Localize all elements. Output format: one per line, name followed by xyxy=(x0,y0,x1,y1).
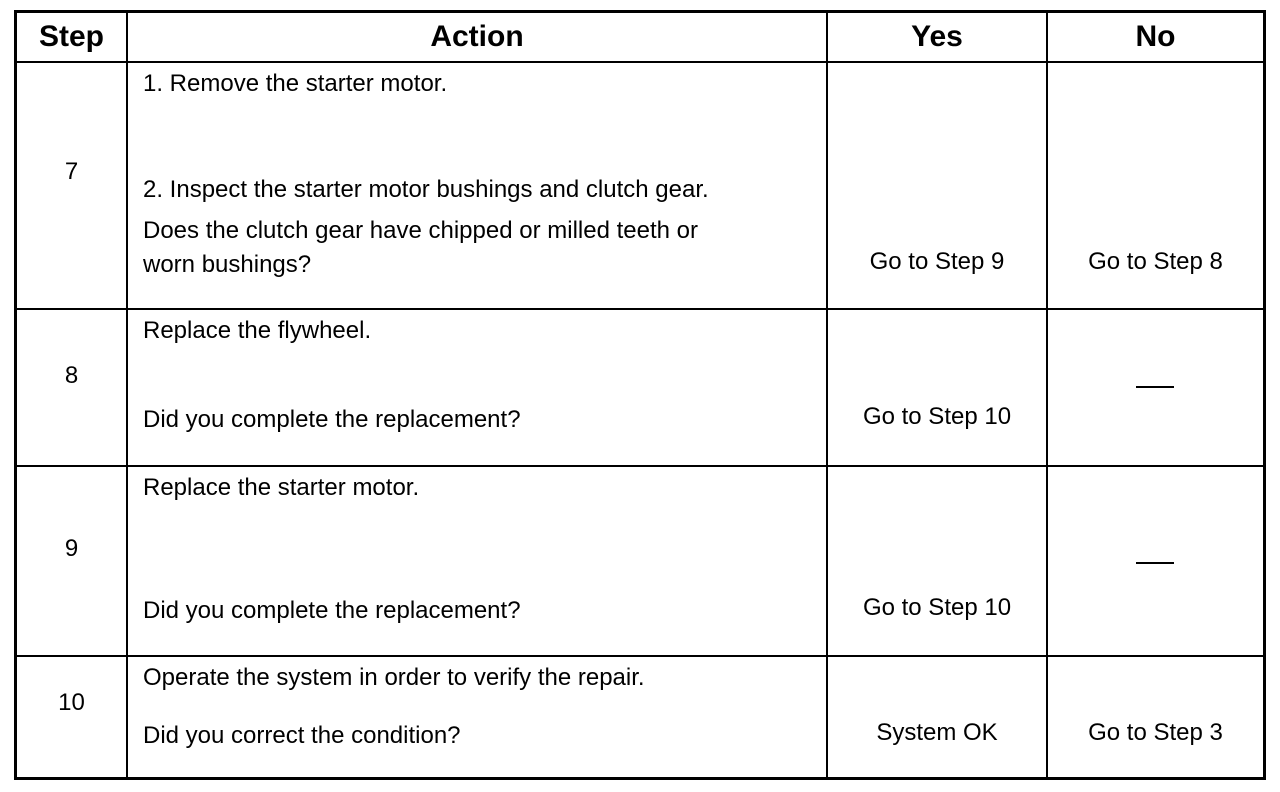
yes-cell: Go to Step 10 xyxy=(828,310,1048,465)
step-cell: 9 xyxy=(17,467,128,655)
yes-cell: Go to Step 10 xyxy=(828,467,1048,655)
table-row: 9 Replace the starter motor. Did you com… xyxy=(17,467,1263,657)
step-number: 10 xyxy=(58,689,85,716)
no-cell: Go to Step 8 xyxy=(1048,63,1263,308)
no-cell: — xyxy=(1048,310,1263,465)
yes-cell: Go to Step 9 xyxy=(828,63,1048,308)
no-answer: Go to Step 8 xyxy=(1088,248,1223,275)
yes-cell: System OK xyxy=(828,657,1048,777)
step-cell: 7 xyxy=(17,63,128,308)
header-action: Action xyxy=(128,13,828,61)
step-number: 7 xyxy=(64,158,79,185)
action-line: Operate the system in order to verify th… xyxy=(143,664,645,691)
action-cell: Operate the system in order to verify th… xyxy=(128,657,828,777)
action-cell: Replace the starter motor. Did you compl… xyxy=(128,467,828,655)
table-row: 10 Operate the system in order to verify… xyxy=(17,657,1263,777)
action-line: Replace the flywheel. xyxy=(143,317,372,344)
step-cell: 10 xyxy=(17,657,128,777)
step-cell: 8 xyxy=(17,310,128,465)
header-no: No xyxy=(1135,20,1176,53)
yes-answer: Go to Step 10 xyxy=(862,403,1012,430)
action-question: worn bushings? xyxy=(143,251,312,278)
no-cell: Go to Step 3 xyxy=(1048,657,1263,777)
table-row: 8 Replace the flywheel. Did you complete… xyxy=(17,310,1263,467)
table-row: 7 1. Remove the starter motor. 2. Inspec… xyxy=(17,63,1263,310)
action-question: Does the clutch gear have chipped or mil… xyxy=(143,217,698,244)
yes-answer: Go to Step 9 xyxy=(869,248,1005,275)
header-step: Step xyxy=(17,13,128,61)
action-line: 2. Inspect the starter motor bushings an… xyxy=(143,176,709,203)
header-yes: Yes xyxy=(828,13,1048,61)
no-answer: Go to Step 3 xyxy=(1088,719,1223,746)
action-question: Did you complete the replacement? xyxy=(143,406,521,433)
action-cell: Replace the flywheel. Did you complete t… xyxy=(128,310,828,465)
action-line: Replace the starter motor. xyxy=(143,474,420,501)
action-question: Did you complete the replacement? xyxy=(143,597,521,624)
action-question: Did you correct the condition? xyxy=(143,722,461,749)
no-cell: — xyxy=(1048,467,1263,655)
table-header-row: Step Action Yes No xyxy=(17,13,1263,63)
no-answer-dash xyxy=(1136,562,1174,564)
step-number: 8 xyxy=(64,362,79,389)
yes-answer: System OK xyxy=(876,719,998,746)
step-number: 9 xyxy=(64,535,79,562)
action-line: 1. Remove the starter motor. xyxy=(143,70,448,97)
no-answer-dash xyxy=(1136,386,1174,388)
action-cell: 1. Remove the starter motor. 2. Inspect … xyxy=(128,63,828,308)
yes-answer: Go to Step 10 xyxy=(862,594,1012,621)
diagnostic-table: Step Action Yes No 7 1. Remove the start… xyxy=(14,10,1266,780)
